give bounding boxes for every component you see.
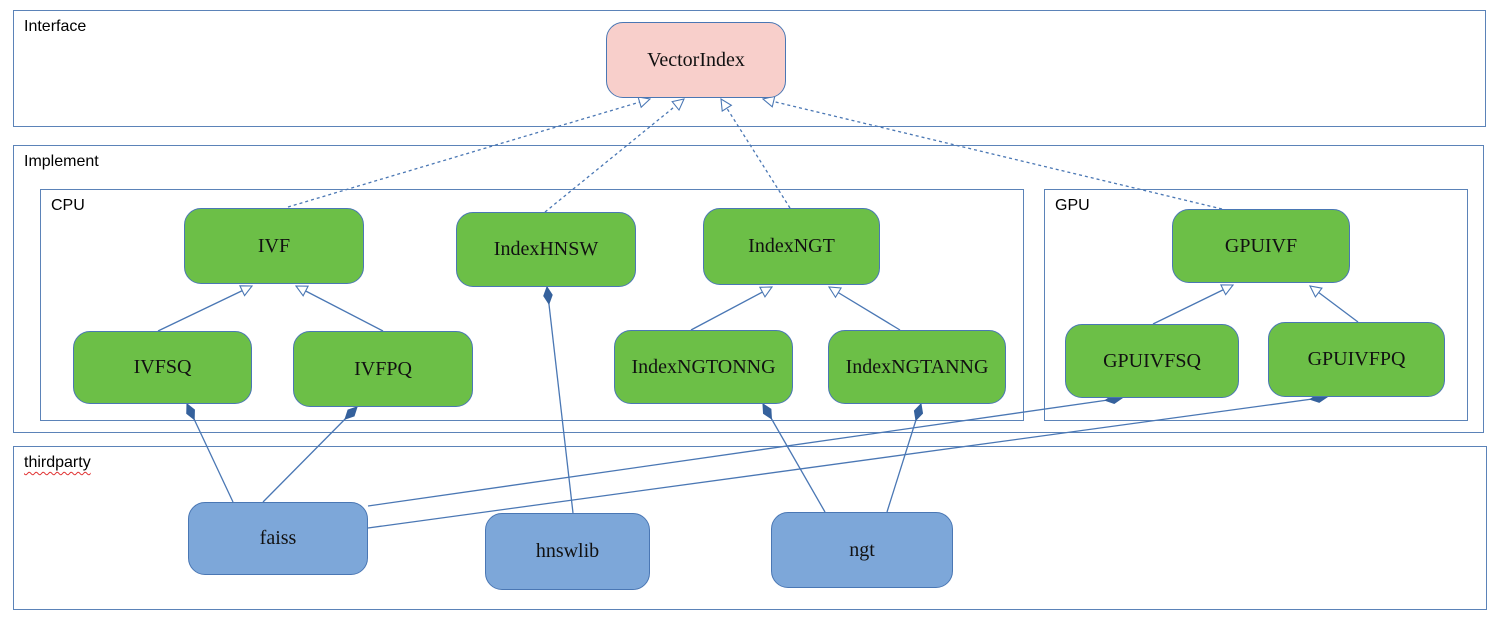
node-label-vectorindex: VectorIndex <box>647 48 745 71</box>
container-label-implement: Implement <box>24 153 99 170</box>
container-label-cpu: CPU <box>51 197 85 214</box>
node-label-ivfsq: IVFSQ <box>133 356 192 378</box>
node-indexhnsw[interactable]: IndexHNSW <box>456 212 636 287</box>
node-vectorindex[interactable]: VectorIndex <box>606 22 786 98</box>
container-label-thirdparty: thirdparty <box>24 454 91 471</box>
node-label-ivfpq: IVFPQ <box>354 357 412 380</box>
node-label-indexngt: IndexNGT <box>748 235 835 257</box>
node-label-gpuivfpq: GPUIVFPQ <box>1307 348 1406 370</box>
node-label-hnswlib: hnswlib <box>535 540 600 562</box>
node-indexngtanng[interactable]: IndexNGTANNG <box>828 330 1006 404</box>
node-faiss[interactable]: faiss <box>188 502 368 575</box>
node-indexngt[interactable]: IndexNGT <box>703 208 880 285</box>
node-ivfpq[interactable]: IVFPQ <box>293 331 473 407</box>
node-label-indexngtonng: IndexNGTONNG <box>631 355 776 378</box>
node-label-ivf: IVF <box>257 234 291 257</box>
node-indexngtonng[interactable]: IndexNGTONNG <box>614 330 793 404</box>
node-ivf[interactable]: IVF <box>184 208 364 284</box>
node-label-indexngtanng: IndexNGTANNG <box>845 355 989 378</box>
node-label-faiss: faiss <box>259 527 297 549</box>
node-gpuivfpq[interactable]: GPUIVFPQ <box>1268 322 1445 397</box>
node-label-gpuivfsq: GPUIVFSQ <box>1103 349 1201 372</box>
node-ngt[interactable]: ngt <box>771 512 953 588</box>
node-label-gpuivf: GPUIVF <box>1224 234 1298 257</box>
node-ivfsq[interactable]: IVFSQ <box>73 331 252 404</box>
node-gpuivf[interactable]: GPUIVF <box>1172 209 1350 283</box>
node-label-indexhnsw: IndexHNSW <box>493 238 599 260</box>
container-label-interface: Interface <box>24 18 87 35</box>
node-label-ngt: ngt <box>849 538 875 561</box>
node-gpuivfsq[interactable]: GPUIVFSQ <box>1065 324 1239 398</box>
node-hnswlib[interactable]: hnswlib <box>485 513 650 590</box>
